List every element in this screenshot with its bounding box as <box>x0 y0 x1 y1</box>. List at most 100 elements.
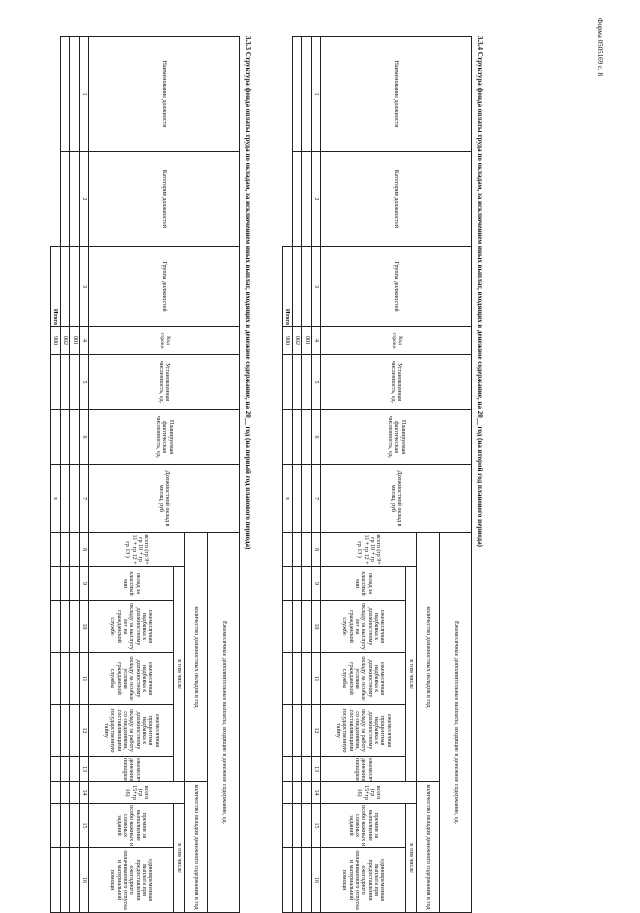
section-2: 3.3.4 Структура фонда оплаты труда по ок… <box>282 36 484 913</box>
hdr-count-salaries: количество должностных окладов в год <box>416 532 440 782</box>
col-num: 6 <box>79 409 89 465</box>
hdr-planned: Планируемая фактическая численность, ед. <box>320 409 472 465</box>
col-num: 12 <box>79 704 89 757</box>
col-num: 11 <box>311 652 321 705</box>
x-mark: x <box>282 464 293 533</box>
hdr-monthly-bonus: ежемесячное денежное поощрение <box>320 756 406 782</box>
hdr-salary: Должностной оклад в месяц, руб <box>320 464 472 533</box>
form-code-text: Форма 0505169 с. 8 <box>596 18 604 77</box>
col-num: 8 <box>79 532 89 567</box>
table-row: 001 <box>301 36 312 913</box>
hdr-planned: Планируемая фактическая численность, ед. <box>88 409 240 465</box>
hdr-total-14: всего (гр 15+гр 16) <box>88 781 185 804</box>
hdr-including: в том числе <box>405 566 417 782</box>
col-num: 10 <box>311 600 321 653</box>
row-code: 001 <box>69 326 80 355</box>
col-num: 5 <box>79 354 89 410</box>
form-code: Форма 0505169 с. 8 <box>596 18 636 158</box>
hdr-total-8: всего (гр 9+ гр 10 + гр 11 + гр 12 + гр … <box>320 532 417 567</box>
row-code: 002 <box>60 326 70 355</box>
hdr-vacation-help: единовременная выплата при предоставлени… <box>320 847 406 913</box>
hdr-including-2: в том числе <box>173 803 185 913</box>
col-num: 4 <box>311 326 321 355</box>
col-num: 14 <box>79 781 89 804</box>
hdr-row-code: Код строки <box>320 326 472 355</box>
hdr-position-name: Наименование должности <box>320 36 472 152</box>
hdr-established: Установленная численность, ед. <box>320 354 472 410</box>
col-num: 6 <box>311 409 321 465</box>
table-row: 002 <box>292 36 302 913</box>
hdr-secret-work: ежемесячная процентная надбавка к должно… <box>320 704 406 757</box>
hdr-total-8: всего (гр 9+ гр 10 + гр 11 + гр 12 + гр … <box>88 532 185 567</box>
hdr-class-rank: оклад за классный чин <box>320 566 406 601</box>
col-num: 11 <box>79 652 89 705</box>
col-num: 3 <box>79 246 89 327</box>
hdr-position-group: Группа должностей <box>320 246 472 327</box>
hdr-position-category: Категория должностей <box>320 151 472 247</box>
hdr-long-service: ежемесячная надбавка к должностному окла… <box>88 600 174 653</box>
section-title: 3.3.3 Структура фонда оплаты труда по ок… <box>244 36 252 550</box>
hdr-position-name: Наименование должности <box>88 36 240 152</box>
col-num: 15 <box>79 803 89 848</box>
table-row: 002 <box>60 36 70 913</box>
col-num: 8 <box>311 532 321 567</box>
hdr-count-salaries: количество должностных окладов в год <box>184 532 208 782</box>
col-num: 4 <box>79 326 89 355</box>
hdr-monthly-extra: Ежемесячные дополнительные выплаты, вход… <box>439 532 472 913</box>
col-num: 16 <box>311 847 321 913</box>
hdr-salary: Должностной оклад в месяц, руб <box>88 464 240 533</box>
col-num: 2 <box>79 151 89 247</box>
total-label: Итого <box>282 246 293 327</box>
hdr-secret-work: ежемесячная процентная надбавка к должно… <box>88 704 174 757</box>
hdr-other-payments: количество окладов денежного содержания … <box>416 781 440 913</box>
hdr-vacation-help: единовременная выплата при предоставлени… <box>88 847 174 913</box>
salary-table: Наименование должности Категория должнос… <box>282 36 472 913</box>
col-num: 13 <box>79 756 89 782</box>
col-num: 13 <box>311 756 321 782</box>
row-code: 002 <box>292 326 302 355</box>
total-label: Итого <box>50 246 61 327</box>
hdr-other-payments: количество окладов денежного содержания … <box>184 781 208 913</box>
hdr-monthly-extra: Ежемесячные дополнительные выплаты, вход… <box>207 532 240 913</box>
table-row: 001 <box>69 36 80 913</box>
row-code: 900 <box>282 326 293 355</box>
col-num: 1 <box>311 36 321 152</box>
hdr-established: Установленная численность, ед. <box>88 354 240 410</box>
col-num: 16 <box>79 847 89 913</box>
hdr-special-conditions: ежемесячная надбавка к должностному окла… <box>88 652 174 705</box>
col-num: 7 <box>311 464 321 533</box>
hdr-total-14: всего (гр 15+гр 16) <box>320 781 417 804</box>
col-num: 14 <box>311 781 321 804</box>
row-code: 900 <box>50 326 61 355</box>
hdr-class-rank: оклад за классный чин <box>88 566 174 601</box>
col-num: 1 <box>79 36 89 152</box>
hdr-including: в том числе <box>173 566 185 782</box>
col-num: 3 <box>311 246 321 327</box>
col-num: 10 <box>79 600 89 653</box>
hdr-monthly-bonus: ежемесячное денежное поощрение <box>88 756 174 782</box>
x-mark: x <box>50 464 61 533</box>
hdr-special-tasks: премии за выполнение особо важных и слож… <box>320 803 406 848</box>
col-num: 9 <box>79 566 89 601</box>
hdr-position-category: Категория должностей <box>88 151 240 247</box>
col-num: 9 <box>311 566 321 601</box>
col-num: 7 <box>79 464 89 533</box>
hdr-row-code: Код строки <box>88 326 240 355</box>
row-code: 001 <box>301 326 312 355</box>
col-num: 15 <box>311 803 321 848</box>
section-1: 3.3.3 Структура фонда оплаты труда по ок… <box>50 36 252 913</box>
section-title: 3.3.4 Структура фонда оплаты труда по ок… <box>476 36 484 547</box>
hdr-long-service: ежемесячная надбавка к должностному окла… <box>320 600 406 653</box>
hdr-including-2: в том числе <box>405 803 417 913</box>
hdr-special-tasks: премии за выполнение особо важных и слож… <box>88 803 174 848</box>
col-num: 12 <box>311 704 321 757</box>
col-num: 2 <box>311 151 321 247</box>
hdr-special-conditions: ежемесячная надбавка к должностному окла… <box>320 652 406 705</box>
hdr-position-group: Группа должностей <box>88 246 240 327</box>
col-num: 5 <box>311 354 321 410</box>
salary-table: Наименование должности Категория должнос… <box>50 36 240 913</box>
